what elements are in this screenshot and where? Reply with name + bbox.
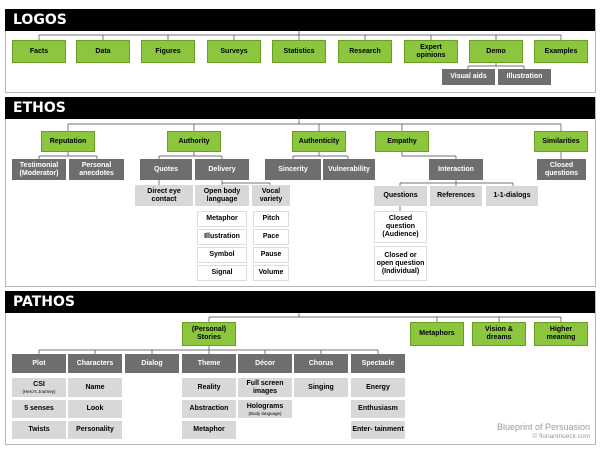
stories-plot: Plot [12, 354, 66, 373]
stories-theme: Theme [182, 354, 236, 373]
decor-holograms: Holograms (Body language) [238, 400, 292, 418]
body-signal: Signal [197, 265, 247, 281]
decor-holograms-label: Holograms [246, 402, 284, 410]
delivery-vocal-variety: Vocal variety [252, 185, 290, 206]
delivery-open-body-language: Open body language [195, 185, 249, 206]
logos-item-statistics: Statistics [272, 40, 326, 63]
chorus-singing: Singing [294, 378, 348, 397]
pathos-metaphors: Metaphors [410, 322, 464, 346]
body-metaphor: Metaphor [197, 211, 247, 227]
authenticity-sincerity: Sincerity [265, 159, 321, 180]
credit-author: © florianmueck.com [532, 433, 590, 440]
theme-reality: Reality [182, 378, 236, 397]
ethos-empathy: Empathy [375, 131, 429, 152]
logos-item-figures: Figures [141, 40, 195, 63]
pathos-header: PATHOS [5, 291, 595, 313]
voice-volume: Volume [253, 265, 289, 281]
reputation-anecdotes: Personal anecdotes [69, 159, 124, 180]
reputation-testimonial: Testimonial (Moderator) [12, 159, 66, 180]
voice-pace: Pace [253, 229, 289, 245]
logos-item-examples: Examples [534, 40, 588, 63]
authority-delivery: Delivery [195, 159, 249, 180]
ethos-header: ETHOS [5, 97, 595, 119]
demo-sub-illustration: Illustration [498, 69, 551, 85]
authority-quotes: Quotes [140, 159, 192, 180]
stories-characters: Characters [68, 354, 122, 373]
voice-pause: Pause [253, 247, 289, 263]
theme-abstraction: Abstraction [182, 400, 236, 418]
ethos-authenticity: Authenticity [292, 131, 346, 152]
plot-twists: Twists [12, 421, 66, 439]
pathos-stories: (Personal) Stories [182, 322, 236, 346]
stories-chorus: Chorus [294, 354, 348, 373]
questions-closed-open-individual: Closed or open question (Individual) [374, 246, 427, 281]
ethos-reputation: Reputation [41, 131, 95, 152]
spectacle-energy: Energy [351, 378, 405, 397]
demo-sub-visual-aids: Visual aids [442, 69, 495, 85]
spectacle-entertainment: Enter- tainment [351, 421, 405, 439]
logos-item-research: Research [338, 40, 392, 63]
pathos-higher-meaning: Higher meaning [534, 322, 588, 346]
logos-item-expert-opinions: Expert opinions [404, 40, 458, 63]
characters-name: Name [68, 378, 122, 397]
body-illustration: Illustration [197, 229, 247, 245]
stories-dialog: Dialog [125, 354, 179, 373]
plot-csi-note: (Hero's Journey) [22, 389, 56, 394]
empathy-interaction: Interaction [429, 159, 483, 180]
plot-5-senses: 5 senses [12, 400, 66, 418]
interaction-dialogs: 1-1-dialogs [486, 186, 538, 206]
decor-holograms-note: (Body language) [248, 410, 282, 416]
similarities-closed-questions: Closed questions [537, 159, 586, 180]
authenticity-vulnerability: Vulnerability [323, 159, 375, 180]
plot-csi-label: CSI [33, 381, 45, 388]
voice-pitch: Pitch [253, 211, 289, 227]
decor-full-screen-images: Full screen images [238, 378, 292, 397]
stories-decor: Décor [238, 354, 292, 373]
characters-look: Look [68, 400, 122, 418]
quotes-direct-eye-contact: Direct eye contact [135, 185, 193, 206]
logos-item-surveys: Surveys [207, 40, 261, 63]
stories-spectacle: Spectacle [351, 354, 405, 373]
logos-header: LOGOS [5, 9, 595, 31]
spectacle-enthusiasm: Enthusiasm [351, 400, 405, 418]
logos-item-data: Data [76, 40, 130, 63]
pathos-vision-dreams: Vision & dreams [472, 322, 526, 346]
characters-personality: Personality [68, 421, 122, 439]
logos-item-facts: Facts [12, 40, 66, 63]
interaction-questions: Questions [374, 186, 427, 206]
questions-closed-audience: Closed question (Audience) [374, 211, 427, 243]
ethos-similarities: Similarities [534, 131, 588, 152]
logos-item-demo: Demo [469, 40, 523, 63]
interaction-references: References [430, 186, 482, 206]
ethos-authority: Authority [167, 131, 221, 152]
theme-metaphor: Metaphor [182, 421, 236, 439]
body-symbol: Symbol [197, 247, 247, 263]
credit-title: Blueprint of Persuasion [496, 422, 590, 432]
plot-csi: CSI (Hero's Journey) [12, 378, 66, 397]
